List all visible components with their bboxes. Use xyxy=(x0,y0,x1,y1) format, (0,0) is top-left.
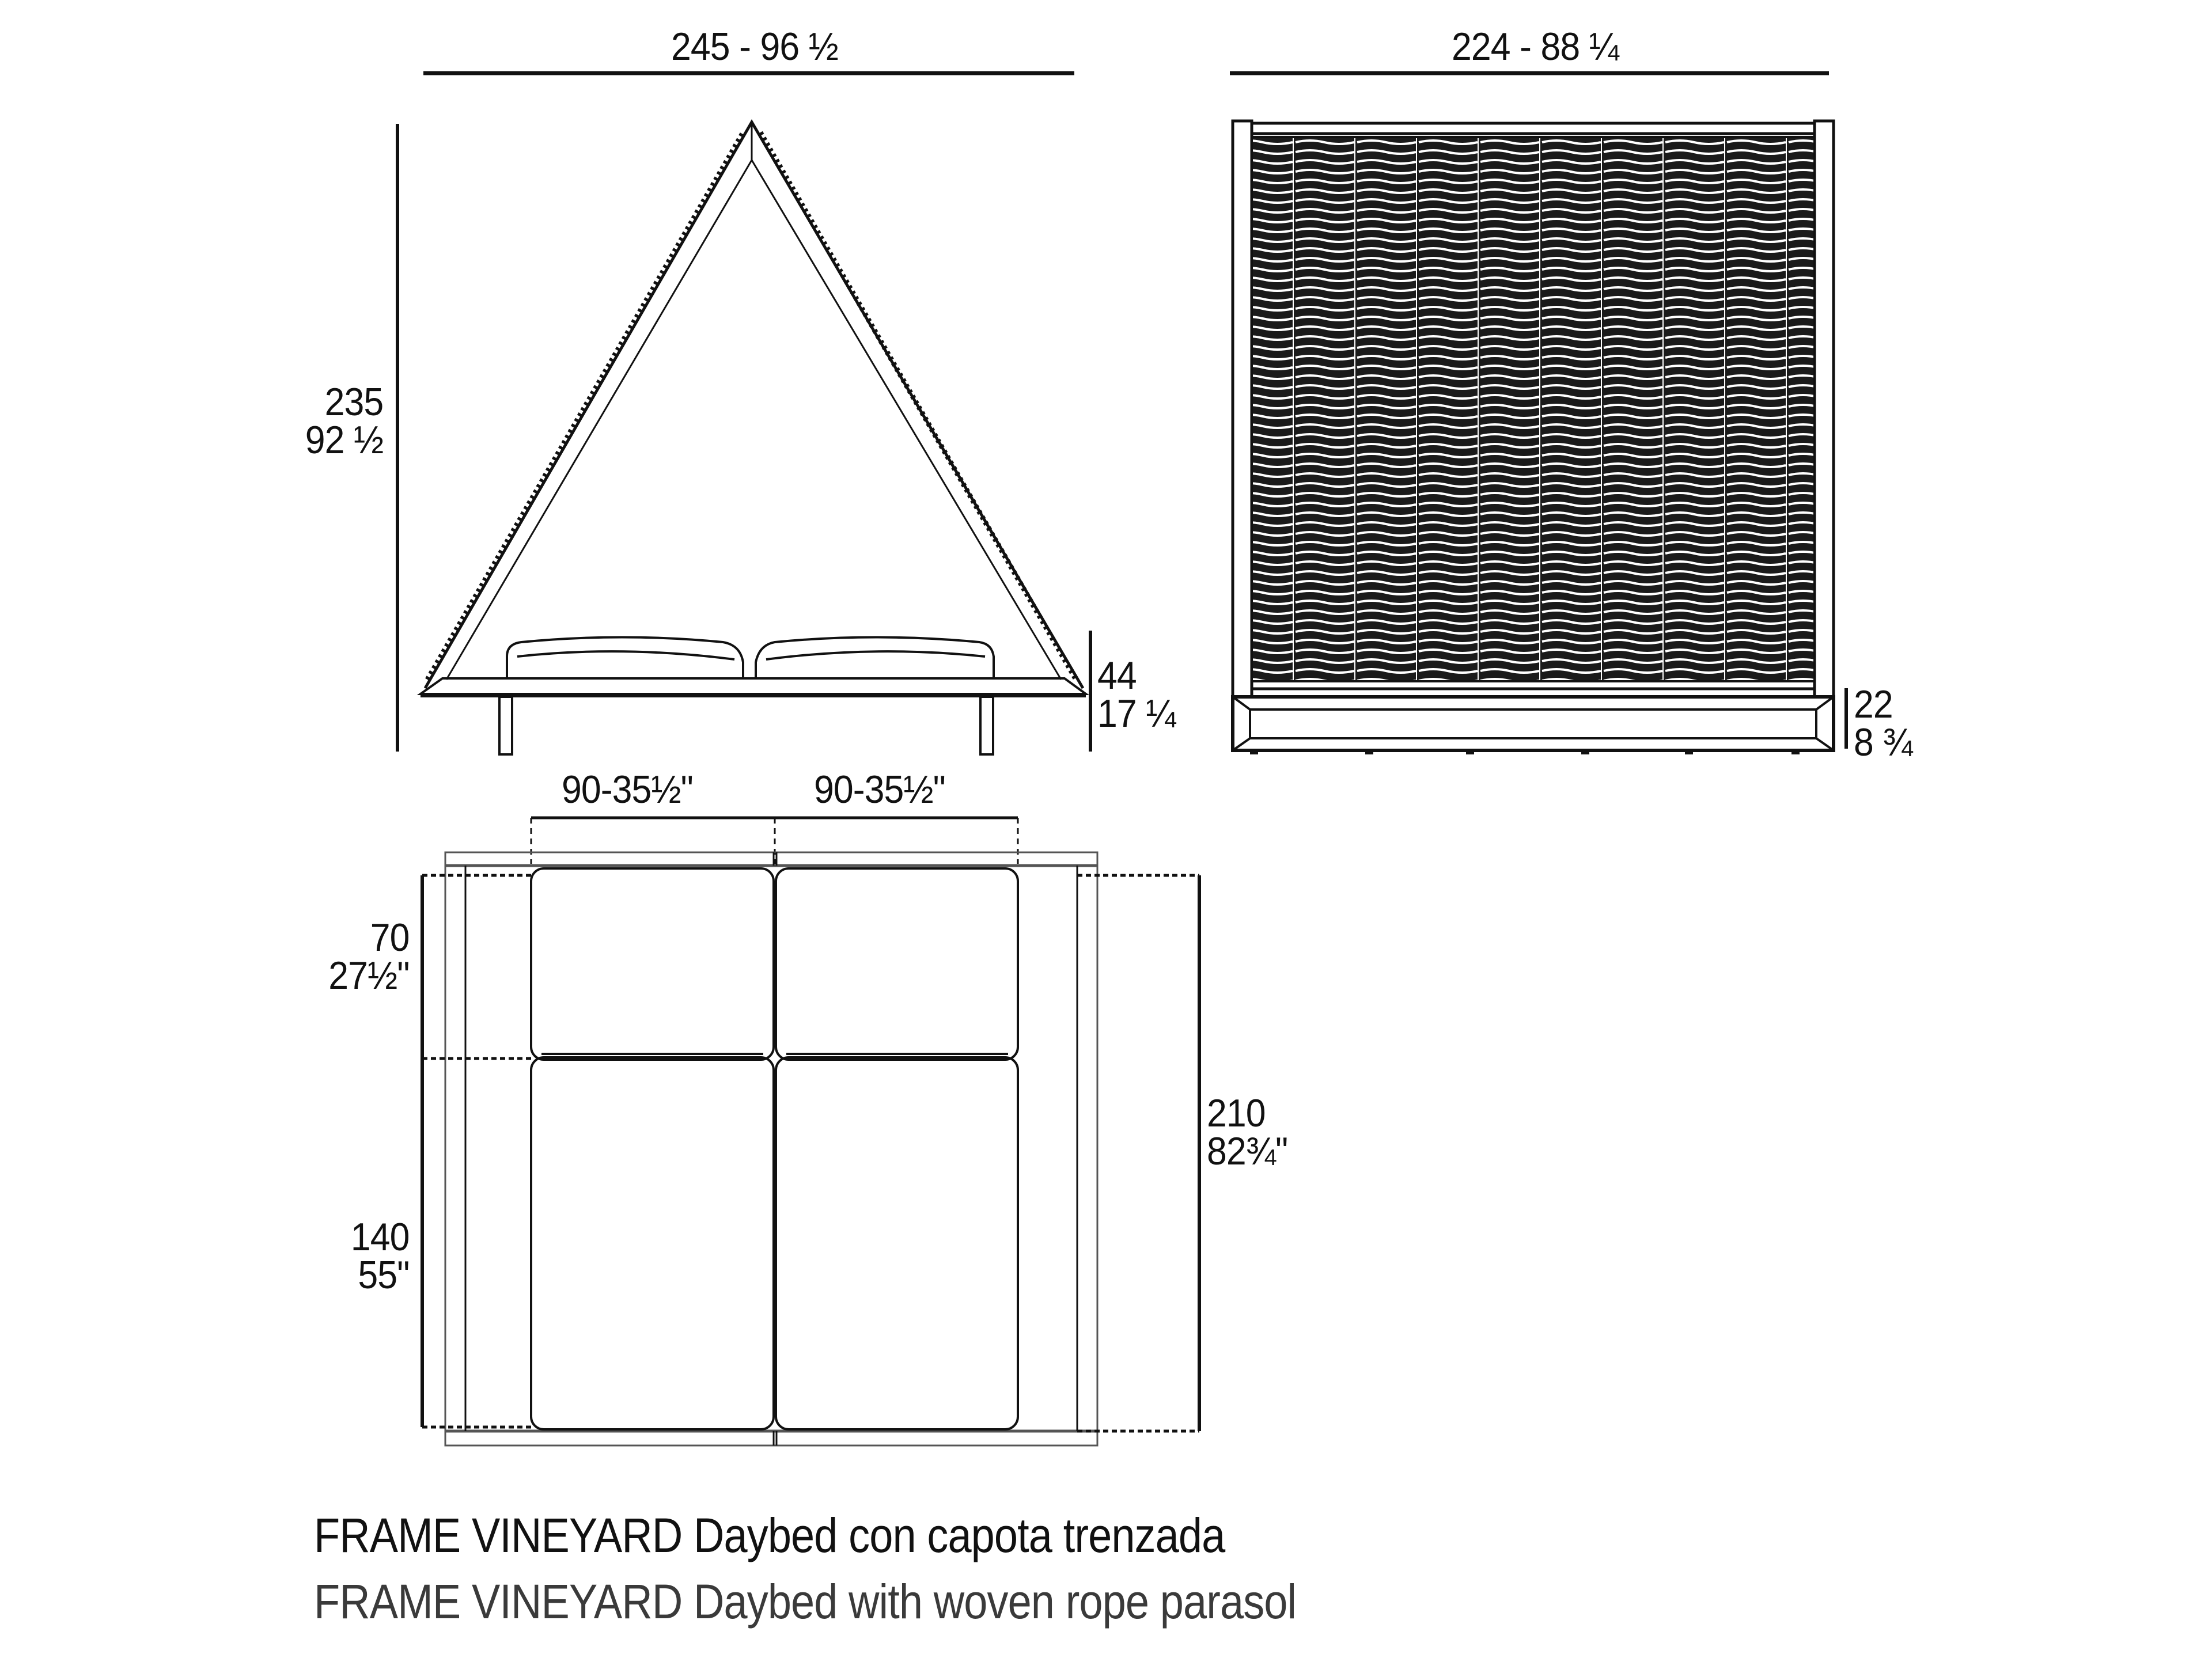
plan-seat-cushion-right xyxy=(775,1056,1019,1431)
base-height-cm: 22 xyxy=(1854,682,1893,726)
caption-english: FRAME VINEYARD Daybed with woven rope pa… xyxy=(314,1574,1297,1629)
side-width-label: 224 - 88 ¼ xyxy=(1452,25,1619,69)
plan-view xyxy=(421,816,1201,1447)
woven-panel xyxy=(1251,136,1816,682)
canopy-rope-left xyxy=(425,131,745,681)
canopy-inner-frame xyxy=(445,158,1062,680)
seat-height-in: 17 ¼ xyxy=(1097,692,1176,735)
leg-left xyxy=(498,696,513,756)
back-cushion-right xyxy=(755,636,995,678)
total-depth-label: 210 82¾" xyxy=(1207,1091,1288,1173)
front-height-label: 235 92 ½ xyxy=(305,380,384,462)
seat-height-cm: 44 xyxy=(1097,654,1137,697)
canopy-rope-right xyxy=(758,131,1078,681)
bed-base xyxy=(416,677,1090,695)
cushion-width-label-left: 90-35½" xyxy=(562,768,694,811)
caption-spanish: FRAME VINEYARD Daybed con capota trenzad… xyxy=(314,1508,1225,1562)
seat-depth-label: 140 55" xyxy=(350,1215,410,1297)
plan-outer-frame xyxy=(444,851,1099,1447)
plan-back-cushion-right xyxy=(775,867,1019,1061)
front-height-in: 92 ½ xyxy=(305,418,384,462)
base-height-in: 8 ¾ xyxy=(1854,720,1913,764)
back-depth-in: 27½" xyxy=(328,954,410,997)
post-right xyxy=(1813,119,1835,699)
total-depth-in: 82¾" xyxy=(1207,1129,1288,1173)
back-depth-cm: 70 xyxy=(370,916,410,959)
cushion-width-label-right: 90-35½" xyxy=(814,768,946,811)
front-width-label: 245 - 96 ½ xyxy=(671,25,839,69)
back-cushion-left xyxy=(506,636,744,678)
plan-seat-cushion-left xyxy=(530,1056,775,1431)
front-view xyxy=(396,71,1092,756)
leg-right xyxy=(979,696,994,756)
seat-height-label: 44 17 ¼ xyxy=(1097,654,1176,735)
canopy-outer-frame xyxy=(423,119,1085,689)
total-depth-cm: 210 xyxy=(1207,1091,1266,1135)
seat-depth-cm: 140 xyxy=(350,1215,410,1259)
side-view xyxy=(1230,71,1848,754)
plan-back-cushion-left xyxy=(530,867,775,1061)
back-depth-label: 70 27½" xyxy=(328,916,410,997)
base-height-label: 22 8 ¾ xyxy=(1854,682,1913,764)
post-left xyxy=(1231,119,1253,699)
front-height-cm: 235 xyxy=(324,380,384,424)
side-base xyxy=(1231,695,1835,752)
feet xyxy=(1250,752,1800,754)
seat-depth-in: 55" xyxy=(357,1253,410,1297)
